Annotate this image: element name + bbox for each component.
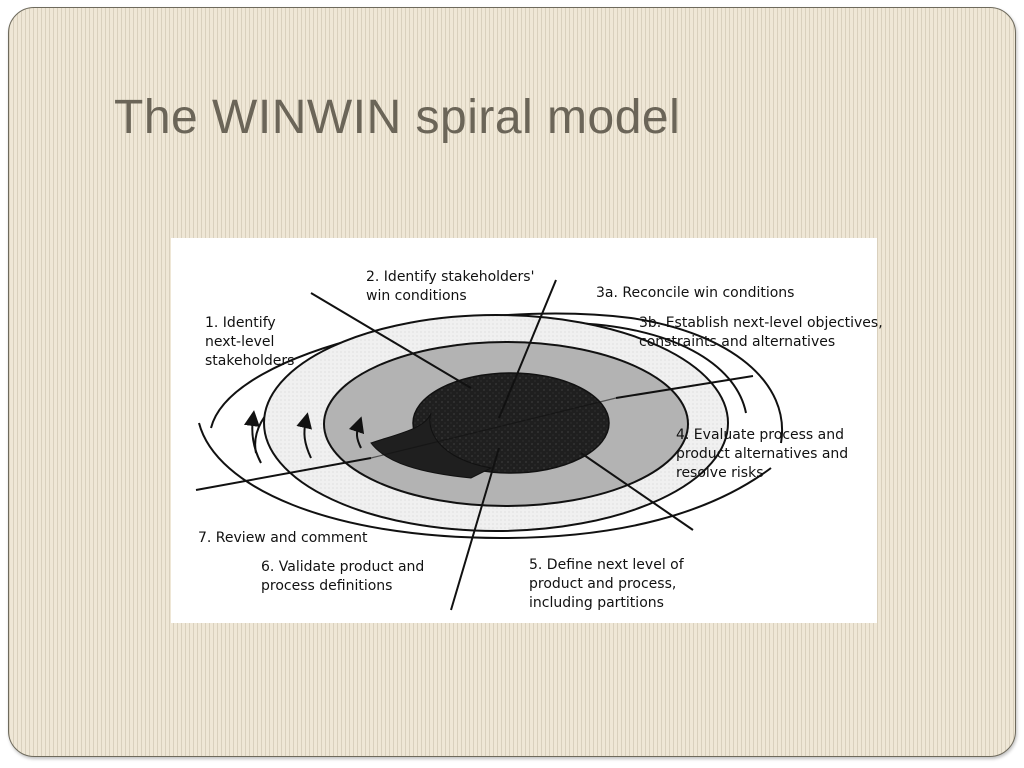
spiral-graphic bbox=[195, 279, 784, 611]
radial-line-7 bbox=[370, 397, 617, 459]
label-step6: 6. Validate product and process definiti… bbox=[261, 559, 425, 594]
arrow-up-3 bbox=[348, 416, 365, 449]
arrow-up-2 bbox=[296, 412, 312, 459]
slide-title: The WINWIN spiral model bbox=[114, 91, 681, 144]
label-step4: 4. Evaluate process and product alternat… bbox=[676, 427, 849, 481]
core-dark bbox=[412, 372, 610, 474]
winwin-spiral-diagram: 1. Identify next-level stakeholders 2. I… bbox=[171, 238, 883, 623]
label-step2: 2. Identify stakeholders' win conditions bbox=[366, 269, 535, 304]
radial-line-4 bbox=[580, 452, 694, 531]
spiral-arc-outer-bottom bbox=[198, 422, 772, 540]
spiral-arc-outer bbox=[210, 312, 784, 444]
label-step5: 5. Define next level of product and proc… bbox=[529, 557, 684, 611]
label-step7: 7. Review and comment bbox=[198, 530, 368, 546]
label-step3b: 3b. Establish next-level objectives, con… bbox=[639, 315, 883, 350]
radial-line-3 bbox=[615, 375, 754, 399]
label-step1: 1. Identify next-level stakeholders bbox=[205, 315, 295, 369]
radial-line-5 bbox=[450, 447, 500, 611]
arrow-up-1 bbox=[244, 410, 262, 464]
radial-line-1 bbox=[310, 292, 472, 389]
slide: The WINWIN spiral model bbox=[8, 7, 1016, 757]
radial-line-2 bbox=[498, 279, 557, 419]
label-step3a: 3a. Reconcile win conditions bbox=[596, 285, 795, 301]
radial-line-6 bbox=[195, 457, 372, 491]
spiral-tongue bbox=[370, 412, 493, 479]
